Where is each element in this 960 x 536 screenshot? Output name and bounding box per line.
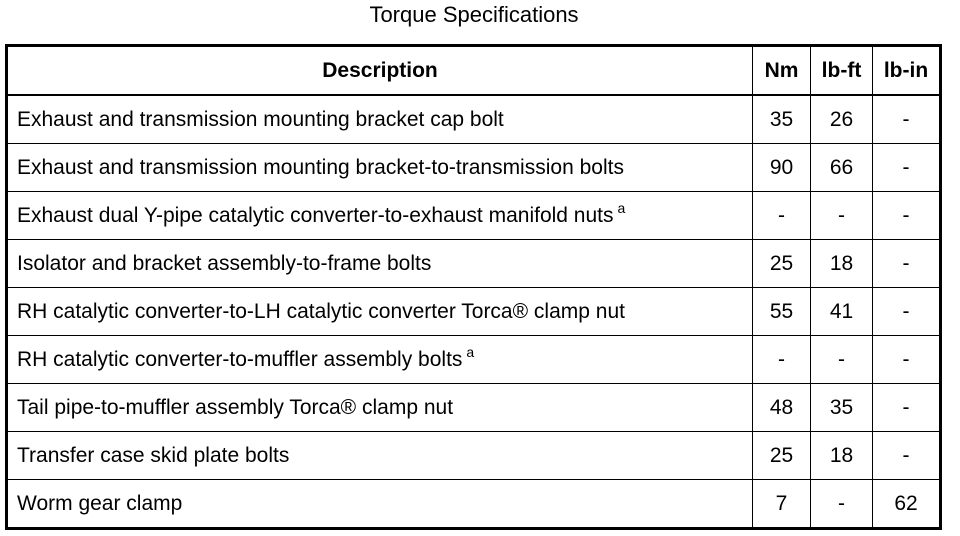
table-row: RH catalytic converter-to-LH catalytic c… [6,287,941,336]
row-lbin-value: - [872,191,941,240]
row-lbft-value: - [810,335,873,384]
table-header-row: Description Nm lb-ft lb-in [6,45,941,96]
description-text: Exhaust and transmission mounting bracke… [17,155,624,179]
row-description: Exhaust and transmission mounting bracke… [6,94,753,144]
row-description: Worm gear clamp [6,479,753,529]
row-lbin-value: - [872,143,941,192]
row-nm-value: - [752,191,811,240]
row-lbin-value: 62 [872,479,941,529]
column-header-description: Description [6,45,753,96]
table-row: Exhaust and transmission mounting bracke… [6,94,941,144]
row-lbin-value: - [872,287,941,336]
row-nm-value: 25 [752,239,811,288]
row-lbft-value: 18 [810,431,873,480]
row-lbin-value: - [872,383,941,432]
row-lbft-value: 35 [810,383,873,432]
row-description: Tail pipe-to-muffler assembly Torca® cla… [6,383,753,432]
row-description: Isolator and bracket assembly-to-frame b… [6,239,753,288]
description-text: Exhaust dual Y-pipe catalytic converter-… [17,203,614,227]
column-header-lbin: lb-in [872,45,941,96]
torque-spec-table: Description Nm lb-ft lb-in Exhaust and t… [5,44,942,530]
row-lbin-value: - [872,431,941,480]
row-lbin-value: - [872,94,941,144]
column-header-lbft: lb-ft [810,45,873,96]
table-row: Exhaust and transmission mounting bracke… [6,143,941,192]
row-lbin-value: - [872,335,941,384]
description-text: Tail pipe-to-muffler assembly Torca® cla… [17,395,454,419]
row-nm-value: 90 [752,143,811,192]
row-nm-value: 48 [752,383,811,432]
page-title: Torque Specifications [369,2,579,27]
row-nm-value: 7 [752,479,811,529]
row-lbft-value: 41 [810,287,873,336]
description-text: RH catalytic converter-to-LH catalytic c… [17,299,625,323]
description-text: Transfer case skid plate bolts [17,443,290,467]
row-lbft-value: 66 [810,143,873,192]
row-description: RH catalytic converter-to-LH catalytic c… [6,287,753,336]
table-row: Worm gear clamp 7 - 62 [6,479,941,529]
footnote-marker: a [617,199,626,216]
row-description: Exhaust and transmission mounting bracke… [6,143,753,192]
row-lbin-value: - [872,239,941,288]
description-text: RH catalytic converter-to-muffler assemb… [17,347,463,371]
row-lbft-value: 18 [810,239,873,288]
table-row: RH catalytic converter-to-muffler assemb… [6,335,941,384]
row-lbft-value: 26 [810,94,873,144]
column-header-nm: Nm [752,45,811,96]
row-nm-value: 35 [752,94,811,144]
row-nm-value: 25 [752,431,811,480]
row-nm-value: - [752,335,811,384]
description-text: Isolator and bracket assembly-to-frame b… [17,251,432,275]
row-description: Transfer case skid plate bolts [6,431,753,480]
table-row: Exhaust dual Y-pipe catalytic converter-… [6,191,941,240]
table-row: Tail pipe-to-muffler assembly Torca® cla… [6,383,941,432]
footnote-marker: a [466,343,475,360]
row-lbft-value: - [810,191,873,240]
row-description: Exhaust dual Y-pipe catalytic converter-… [6,191,753,240]
table-row: Transfer case skid plate bolts 25 18 - [6,431,941,480]
table-row: Isolator and bracket assembly-to-frame b… [6,239,941,288]
description-text: Exhaust and transmission mounting bracke… [17,107,504,131]
row-lbft-value: - [810,479,873,529]
row-description: RH catalytic converter-to-muffler assemb… [6,335,753,384]
description-text: Worm gear clamp [17,491,183,515]
row-nm-value: 55 [752,287,811,336]
